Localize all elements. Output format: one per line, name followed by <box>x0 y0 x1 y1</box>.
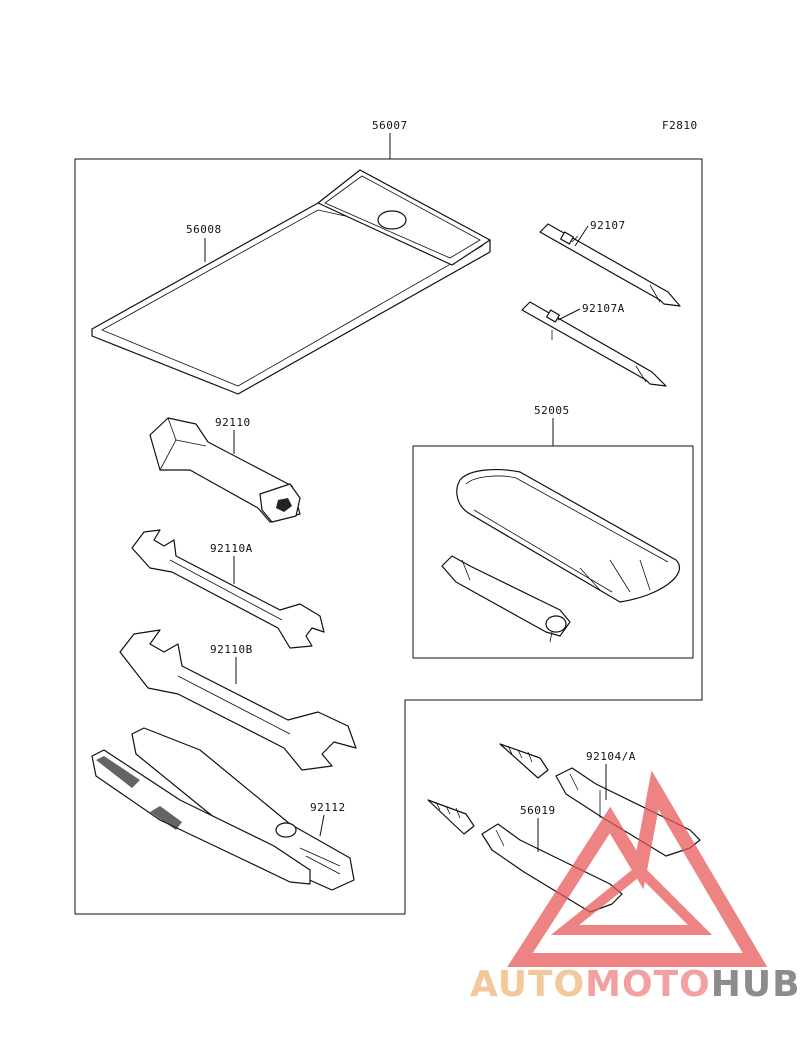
screwdriver-92107A <box>521 301 667 387</box>
watermark-hub: HUB <box>711 964 800 1005</box>
tool-bag <box>91 169 491 395</box>
label-56007: 56007 <box>372 119 408 132</box>
label-92110B: 92110B <box>210 643 253 656</box>
watermark-auto: AUTO <box>470 964 585 1005</box>
tube-56019 <box>427 799 623 913</box>
watermark-moto: MOTO <box>585 964 711 1005</box>
label-92107: 92107 <box>590 219 626 232</box>
leader-92107 <box>574 225 589 247</box>
label-56019: 56019 <box>520 804 556 817</box>
leader-92112 <box>319 814 325 837</box>
screwdriver-92107 <box>539 223 681 307</box>
box-wrench <box>149 417 301 523</box>
tube-92104A <box>499 743 701 857</box>
label-56008: 56008 <box>186 223 222 236</box>
wrench-92110B <box>119 629 357 771</box>
watermark-logo <box>507 770 768 967</box>
air-pump <box>441 555 571 643</box>
label-92112: 92112 <box>310 801 346 814</box>
label-92110: 92110 <box>215 416 251 429</box>
label-92104A: 92104/A <box>586 750 636 763</box>
kit-outline <box>74 158 703 915</box>
label-52005: 52005 <box>534 404 570 417</box>
label-92110A: 92110A <box>210 542 253 555</box>
wrench-92110A <box>131 529 325 649</box>
leader-92107A <box>557 308 581 321</box>
label-92107A: 92107A <box>582 302 625 315</box>
pliers <box>91 727 355 891</box>
figure-code: F2810 <box>662 119 698 132</box>
watermark-text: AUTOMOTOHUB <box>470 964 800 1005</box>
pump-pouch <box>456 469 680 603</box>
